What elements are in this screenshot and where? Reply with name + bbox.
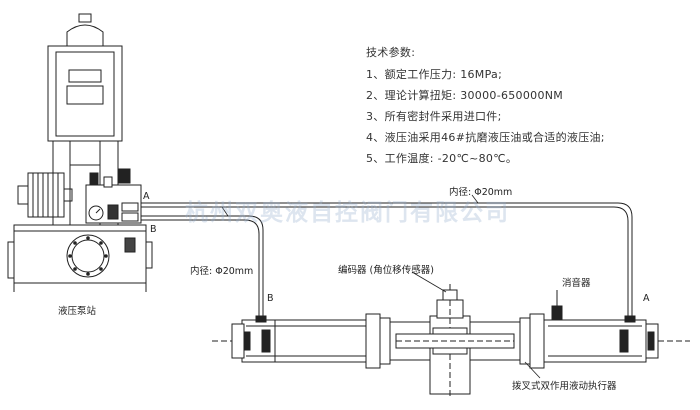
actuator-label: 拨叉式双作用液动执行器 bbox=[512, 381, 617, 392]
port-b-pump-label: B bbox=[150, 224, 157, 235]
pipe-diameter-top-label: 内径: Φ20mm bbox=[449, 187, 513, 198]
spec-item: 1、额定工作压力: 16MPa; bbox=[366, 68, 503, 81]
oil-tank bbox=[13, 224, 147, 284]
port-a-pump-label: A bbox=[143, 191, 150, 202]
watermark: 杭州双奥液自控阀门有限公司 bbox=[185, 200, 510, 226]
pipe-a bbox=[141, 202, 633, 320]
pipe-diameter-left-label: 内径: Φ20mm bbox=[190, 266, 254, 277]
spec-item: 4、液压油采用46#抗磨液压油或合适的液压油; bbox=[366, 131, 605, 144]
pump-station bbox=[7, 13, 153, 292]
tank-flange bbox=[66, 234, 110, 278]
specs-title: 技术参数: bbox=[366, 46, 416, 59]
oil-level-gauge bbox=[124, 237, 136, 253]
control-panel bbox=[68, 69, 102, 83]
tank-cap bbox=[78, 13, 92, 23]
pipelines bbox=[141, 194, 633, 320]
actuator-leader bbox=[524, 361, 541, 379]
valve-block bbox=[85, 168, 142, 224]
port-a-actuator-label: A bbox=[643, 293, 650, 304]
upper-cabinet bbox=[47, 45, 123, 142]
pump-station-label: 液压泵站 bbox=[58, 306, 97, 317]
double-acting-actuator bbox=[212, 284, 690, 398]
spec-item: 2、理论计算扭矩: 30000-650000NM bbox=[366, 89, 564, 102]
status-window bbox=[66, 85, 104, 105]
right-cylinder bbox=[543, 319, 647, 363]
pipe-b bbox=[141, 215, 264, 320]
encoder-leader bbox=[411, 271, 447, 293]
electric-motor bbox=[17, 172, 73, 218]
spec-item: 3、所有密封件采用进口件; bbox=[366, 110, 502, 123]
muffler-label: 消音器 bbox=[562, 278, 591, 289]
encoder-label: 编码器 (角位移传感器) bbox=[338, 265, 434, 276]
upper-cabinet-inner bbox=[55, 51, 115, 137]
spec-item: 5、工作温度: -20℃~80℃。 bbox=[366, 152, 518, 165]
muffler bbox=[551, 305, 563, 321]
tank-dome bbox=[66, 24, 104, 47]
port-b-actuator-label: B bbox=[267, 293, 274, 304]
